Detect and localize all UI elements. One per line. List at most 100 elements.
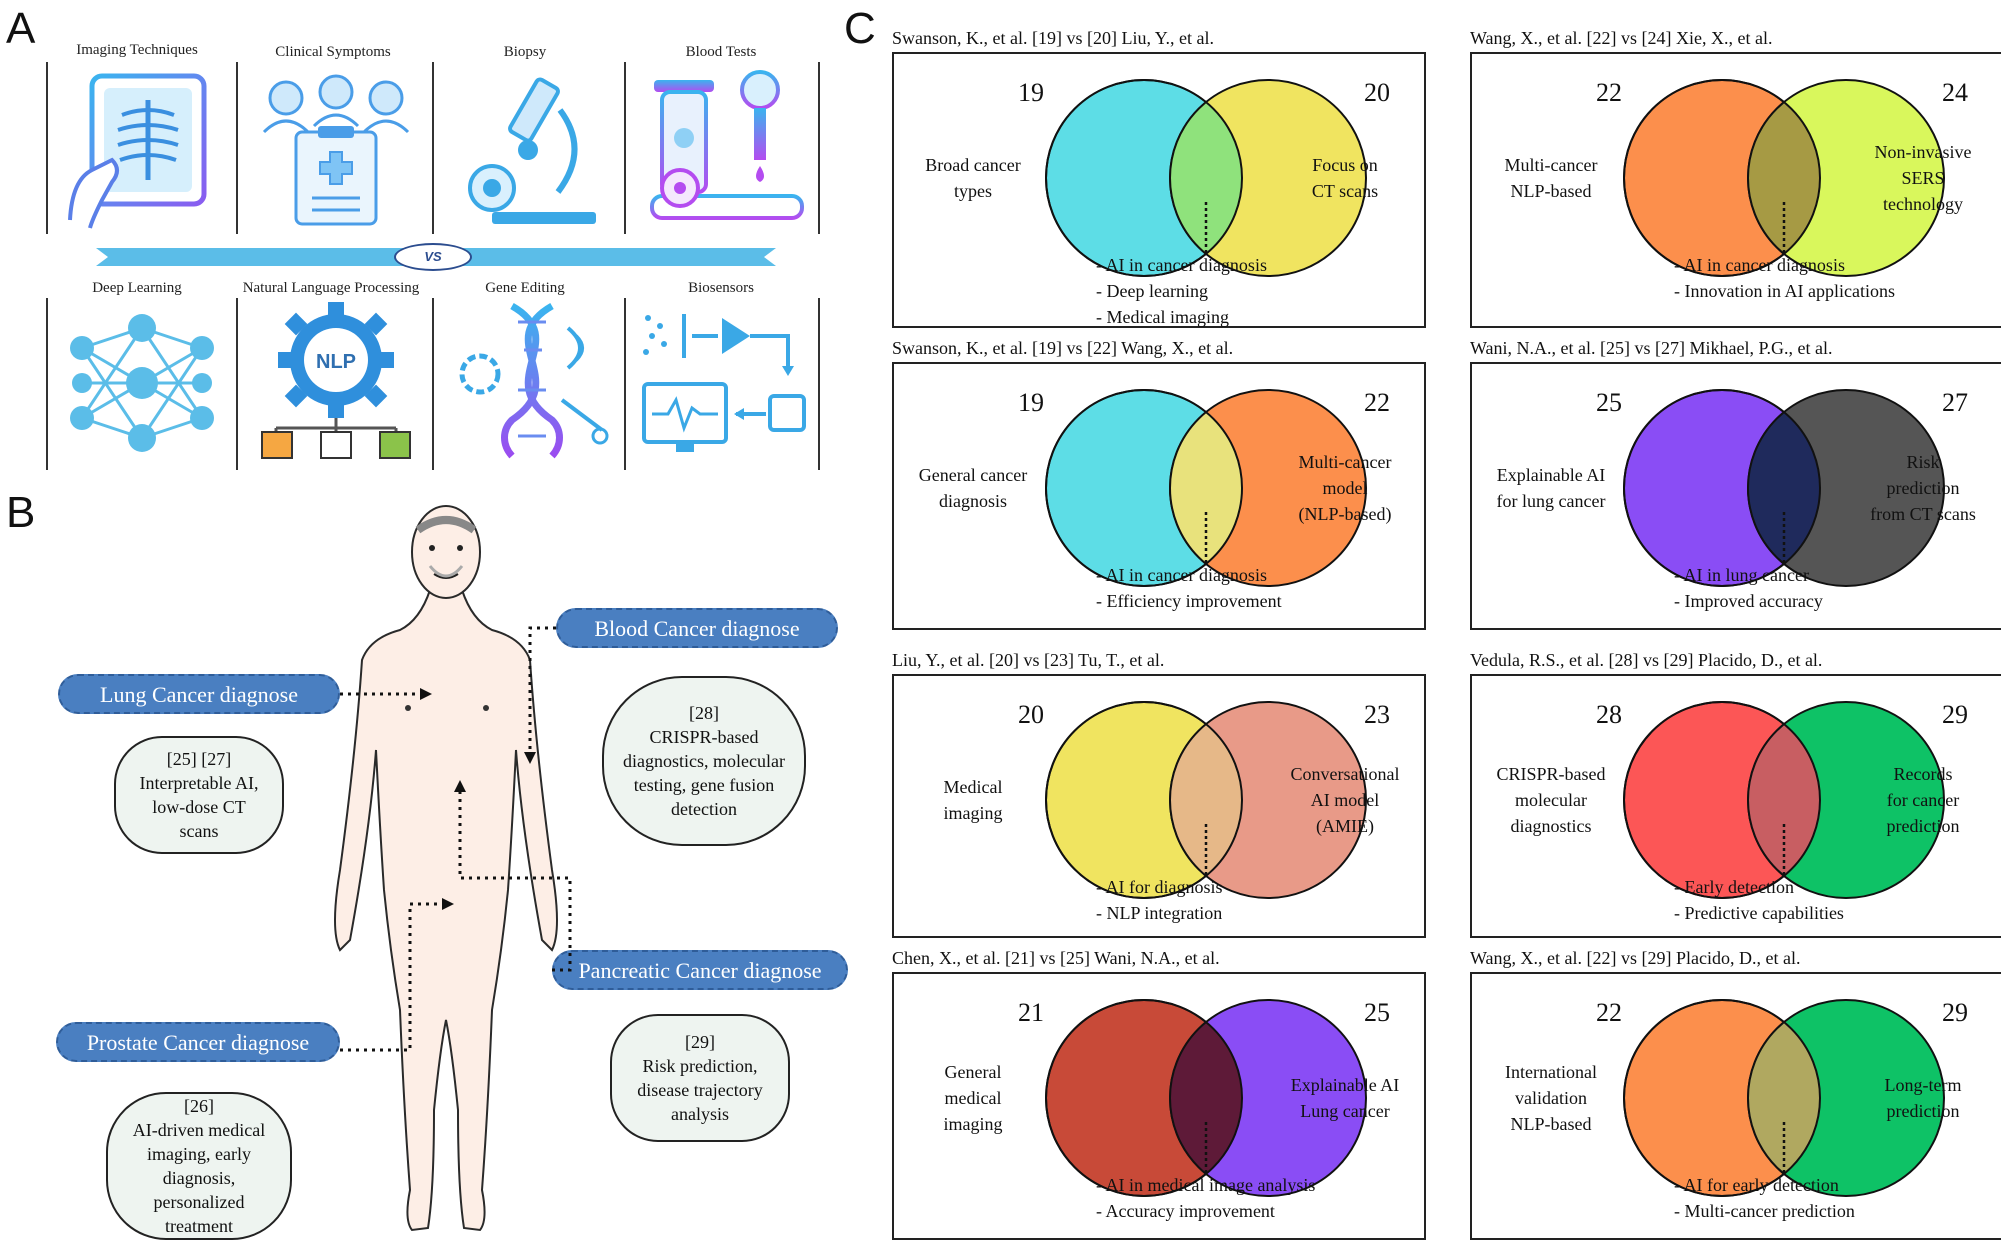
blood-test-icon bbox=[650, 70, 804, 220]
blood-cancer-label: Blood Cancer diagnose bbox=[556, 608, 838, 648]
icon-title-biopsy: Biopsy bbox=[503, 44, 547, 60]
microscope-icon bbox=[468, 77, 596, 224]
venn-label-line: prediction bbox=[1886, 478, 1960, 498]
venn-label-line: molecular bbox=[1515, 790, 1587, 810]
icon-title-nlp: Natural Language Processing bbox=[242, 280, 420, 296]
venn-label-line: for lung cancer bbox=[1496, 491, 1606, 511]
venn-shared-list: - AI for diagnosis- NLP integration bbox=[1096, 874, 1222, 926]
vs-badge: VS bbox=[394, 243, 472, 271]
venn-shared-item: - Early detection bbox=[1674, 877, 1794, 897]
biosensor-icon bbox=[642, 314, 806, 452]
venn-right-label: Long-term prediction bbox=[1848, 1072, 1998, 1124]
venn-left-label: Explainable AI for lung cancer bbox=[1476, 462, 1626, 514]
venn-label-line: Multi-cancer bbox=[1504, 155, 1598, 175]
nlp-text: NLP bbox=[316, 351, 356, 373]
venn-shared-item: - Predictive capabilities bbox=[1674, 903, 1844, 923]
venn-label-line: AI model bbox=[1310, 790, 1380, 810]
venn-shared-item: - Medical imaging bbox=[1096, 307, 1229, 327]
venn-right-number: 25 bbox=[1364, 998, 1390, 1027]
icon-title-gene-editing: Gene Editing bbox=[485, 280, 565, 296]
connector-lines bbox=[340, 626, 572, 1052]
venn-shared-item: - AI for early detection bbox=[1674, 1175, 1839, 1195]
divider bbox=[624, 62, 626, 234]
venn-label-line: (AMIE) bbox=[1316, 816, 1374, 836]
comparison-title: Swanson, K., et al. [19] vs [20] Liu, Y.… bbox=[892, 28, 1214, 48]
venn-label-line: imaging bbox=[943, 803, 1003, 823]
divider bbox=[432, 62, 434, 234]
venn-shared-item: - Innovation in AI applications bbox=[1674, 281, 1895, 301]
venn-shared-item: - AI in lung cancer bbox=[1674, 565, 1809, 585]
venn-label-line: Non-invasive bbox=[1874, 142, 1972, 162]
comparison-title: Swanson, K., et al. [19] vs [22] Wang, X… bbox=[892, 338, 1234, 358]
divider bbox=[46, 62, 48, 234]
comparison-title: Vedula, R.S., et al. [28] vs [29] Placid… bbox=[1470, 650, 1823, 670]
venn-label-line: Medical bbox=[943, 777, 1003, 797]
venn-shared-item: - AI in cancer diagnosis bbox=[1096, 565, 1267, 585]
icon-title-deep-learning: Deep Learning bbox=[92, 280, 182, 296]
venn-label-line: Explainable AI bbox=[1496, 465, 1606, 485]
venn-label-line: prediction bbox=[1886, 816, 1960, 836]
venn-left-number: 20 bbox=[1018, 700, 1044, 729]
divider bbox=[818, 62, 820, 234]
venn-label-line: prediction bbox=[1886, 1101, 1960, 1121]
venn-shared-list: - AI in cancer diagnosis - Efficiency imp… bbox=[1096, 562, 1282, 614]
venn-label-line: Focus on bbox=[1312, 155, 1378, 175]
pancreatic-cancer-label: Pancreatic Cancer diagnose bbox=[552, 950, 848, 990]
venn-left-number: 22 bbox=[1596, 998, 1622, 1027]
nlp-gear-icon: NLP bbox=[261, 302, 411, 459]
venn-shared-list: - AI in lung cancer- Improved accuracy bbox=[1674, 562, 1823, 614]
venn-shared-item: - Multi-cancer prediction bbox=[1674, 1201, 1855, 1221]
venn-label-line: Broad cancer bbox=[925, 155, 1021, 175]
xray-icon bbox=[68, 73, 207, 229]
venn-shared-item: - Deep learning bbox=[1096, 281, 1208, 301]
venn-left-label: Medical imaging bbox=[898, 774, 1048, 826]
venn-shared-list: - AI in medical image analysis - Accuracy… bbox=[1096, 1172, 1315, 1224]
venn-right-number: 22 bbox=[1364, 388, 1390, 417]
venn-shared-list: - AI in cancer diagnosis- Innovation in … bbox=[1674, 252, 1895, 304]
venn-label-line: Long-term bbox=[1884, 1075, 1962, 1095]
venn-shared-item: - Efficiency improvement bbox=[1096, 591, 1282, 611]
venn-right-number: 29 bbox=[1942, 700, 1968, 729]
venn-label-line: for cancer bbox=[1886, 790, 1960, 810]
clipboard-icon bbox=[262, 74, 410, 226]
venn-shared-item: - NLP integration bbox=[1096, 903, 1223, 923]
icon-title-blood-tests: Blood Tests bbox=[685, 44, 757, 60]
venn-right-number: 29 bbox=[1942, 998, 1968, 1027]
venn-label-line: from CT scans bbox=[1870, 504, 1976, 524]
venn-label-line: General cancer bbox=[918, 465, 1028, 485]
venn-label-line: imaging bbox=[943, 1114, 1003, 1134]
panel-label-b: B bbox=[6, 488, 36, 537]
icon-title-biosensors: Biosensors bbox=[688, 280, 754, 296]
lung-cancer-label: Lung Cancer diagnose bbox=[58, 674, 340, 714]
venn-label-line: NLP-based bbox=[1510, 181, 1592, 201]
venn-label-line: Records bbox=[1893, 764, 1953, 784]
venn-label-line: technology bbox=[1883, 194, 1963, 214]
panel-label-a: A bbox=[6, 4, 36, 53]
venn-label-line: Lung cancer bbox=[1300, 1101, 1390, 1121]
venn-right-number: 23 bbox=[1364, 700, 1390, 729]
venn-right-number: 20 bbox=[1364, 78, 1390, 107]
venn-shared-item: - Accuracy improvement bbox=[1096, 1201, 1275, 1221]
venn-label-line: General bbox=[944, 1062, 1002, 1082]
icon-title-clinical: Clinical Symptoms bbox=[275, 44, 391, 60]
venn-shared-item: - AI in medical image analysis bbox=[1096, 1175, 1316, 1195]
comparison-title: Wang, X., et al. [22] vs [29] Placido, D… bbox=[1470, 948, 1801, 968]
venn-label-line: Multi-cancer bbox=[1298, 452, 1392, 472]
venn-label-line: Explainable AI bbox=[1290, 1075, 1400, 1095]
icon-title-imaging: Imaging Techniques bbox=[76, 42, 198, 58]
panel-label-c: C bbox=[844, 4, 876, 53]
venn-label-line: diagnostics bbox=[1510, 816, 1592, 836]
venn-left-number: 21 bbox=[1018, 998, 1044, 1027]
venn-label-line: (NLP-based) bbox=[1298, 504, 1392, 524]
